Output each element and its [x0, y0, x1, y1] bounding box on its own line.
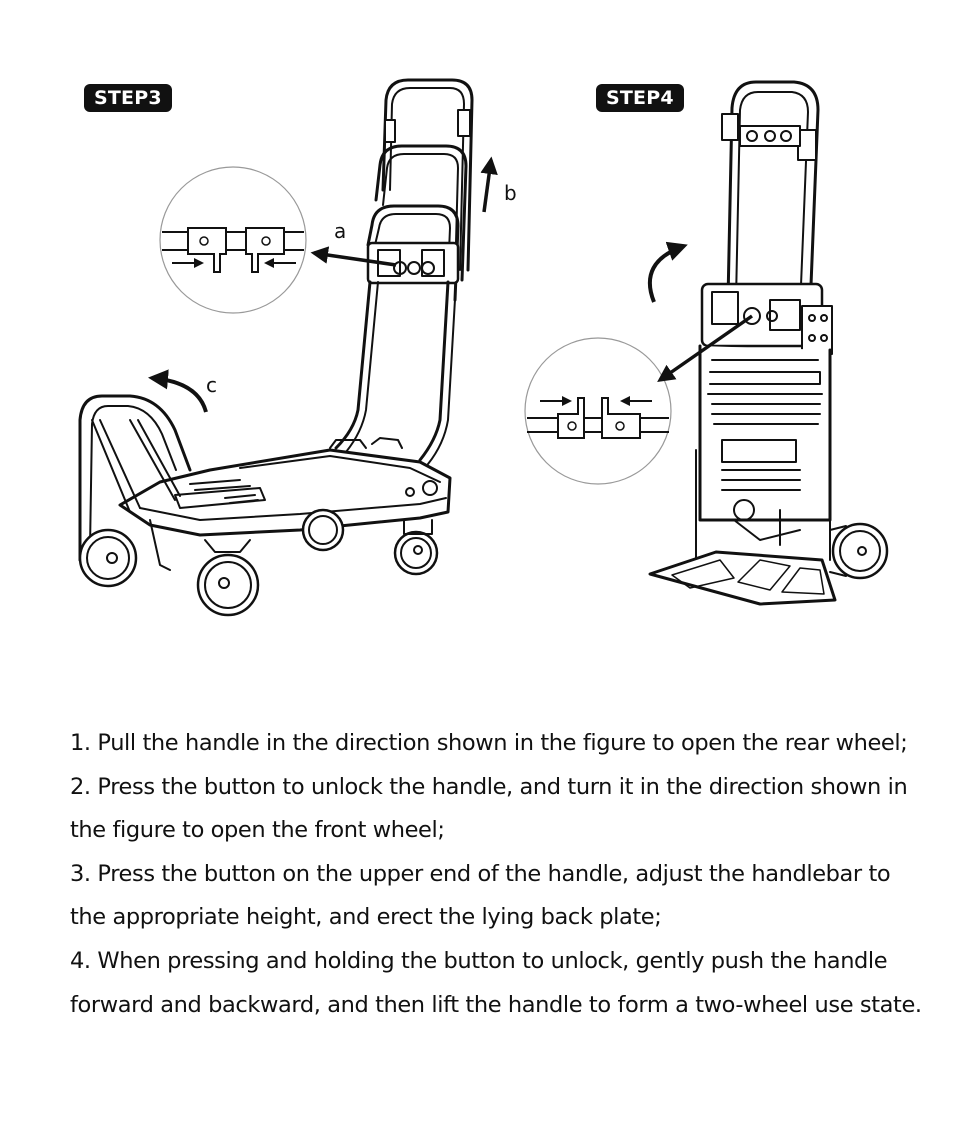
- step4-wheel: [829, 522, 889, 580]
- step3-wheels: [78, 508, 439, 617]
- instruction-line-5: the appropriate height, and erect the ly…: [70, 904, 662, 931]
- label-c: c: [206, 373, 217, 397]
- step4-lock-mechanism: [700, 282, 833, 355]
- instruction-line-6: 4. When pressing and holding the button …: [70, 947, 888, 974]
- arrow-b: [480, 156, 498, 213]
- step3-handle: [334, 78, 474, 465]
- label-a: a: [334, 219, 346, 243]
- arrow-to-detail: [657, 314, 753, 382]
- instruction-line-2: 2. Press the button to unlock the handle…: [70, 773, 908, 800]
- illustration-canvas: a b c: [78, 78, 889, 617]
- step4-hand-truck-illustration: [648, 80, 889, 606]
- step4-badge: STEP4: [596, 84, 684, 112]
- step3-cart-illustration: [78, 78, 474, 617]
- instruction-line-3: the figure to open the front wheel;: [70, 817, 445, 844]
- step4-handle: [721, 80, 820, 312]
- step3-platform: [118, 437, 452, 537]
- step4-foot-plate-slots: [671, 559, 825, 595]
- instruction-line-7: forward and backward, and then lift the …: [70, 991, 922, 1018]
- step3-arrows: [148, 156, 498, 413]
- step4-detail-bubble: [524, 337, 672, 485]
- step4-body: [695, 344, 832, 561]
- step3-detail-bubble: [159, 166, 307, 314]
- label-b: b: [504, 181, 517, 205]
- arrow-a: [310, 246, 397, 267]
- instruction-line-1: 1. Pull the handle in the direction show…: [70, 730, 908, 756]
- instructions-text: 1. Pull the handle in the direction show…: [70, 722, 930, 1027]
- arrow-c: [148, 369, 208, 413]
- step3-back-frame: [78, 394, 192, 562]
- step4-arrows: [647, 241, 753, 382]
- instruction-line-4: 3. Press the button on the upper end of …: [70, 860, 891, 887]
- arrow-rotate: [647, 241, 688, 303]
- step3-badge: STEP3: [84, 84, 172, 112]
